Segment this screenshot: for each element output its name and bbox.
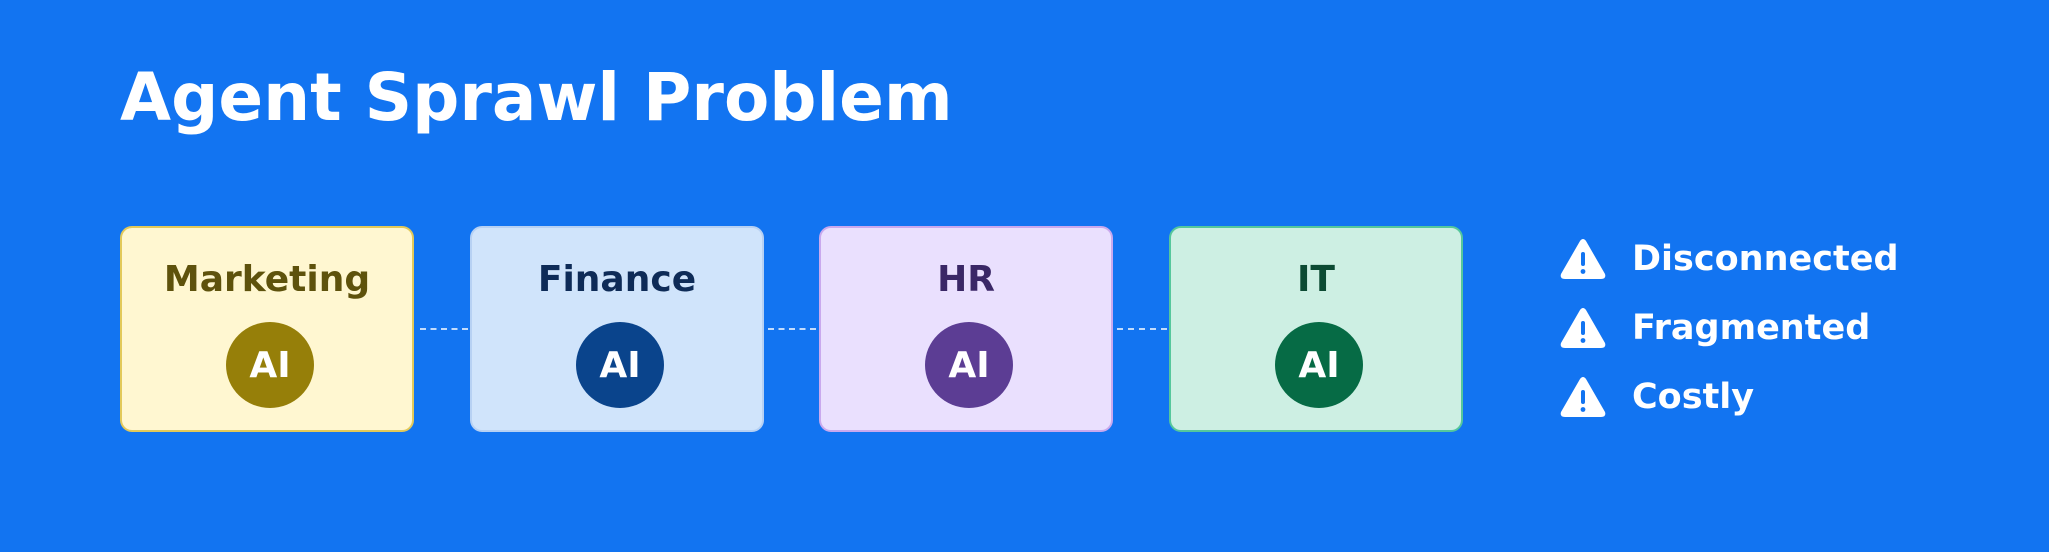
department-name: Finance — [537, 259, 697, 300]
department-card-finance: Finance AI — [470, 226, 764, 432]
department-card-it: IT AI — [1169, 226, 1463, 432]
ai-badge: AI — [925, 322, 1013, 408]
issue-label: Fragmented — [1632, 308, 1871, 348]
issue-costly: Costly — [1560, 372, 1754, 422]
dashed-connector — [420, 328, 468, 330]
warning-icon — [1560, 377, 1606, 417]
issue-label: Costly — [1632, 377, 1755, 417]
ai-badge: AI — [1275, 322, 1363, 408]
department-card-marketing: Marketing AI — [120, 226, 414, 432]
department-name: HR — [937, 259, 995, 300]
issue-label: Disconnected — [1632, 239, 1899, 279]
warning-icon — [1560, 308, 1606, 348]
ai-badge: AI — [226, 322, 314, 408]
dashed-connector — [768, 328, 816, 330]
ai-badge: AI — [576, 322, 664, 408]
department-card-hr: HR AI — [819, 226, 1113, 432]
dashed-connector — [1117, 328, 1167, 330]
issue-fragmented: Fragmented — [1560, 303, 1870, 353]
issue-disconnected: Disconnected — [1560, 234, 1899, 284]
department-name: Marketing — [163, 259, 371, 300]
diagram-title: Agent Sprawl Problem — [120, 59, 953, 136]
department-name: IT — [1297, 259, 1335, 300]
warning-icon — [1560, 239, 1606, 279]
